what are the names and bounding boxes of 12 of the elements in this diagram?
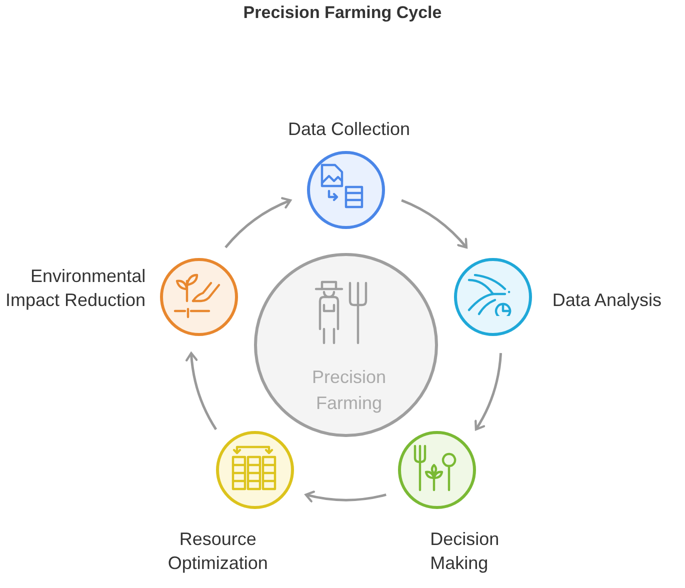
- diagram-title: Precision Farming Cycle: [242, 3, 443, 23]
- stage-label: Data Collection: [286, 118, 412, 141]
- stage-label: Environmental Impact Reduction: [4, 265, 146, 312]
- stage-label: Data Analysis: [552, 289, 662, 312]
- stage-label: Resource Optimization: [166, 528, 269, 576]
- curved-arrow: [474, 352, 502, 431]
- stage-label: Decision Making: [430, 528, 500, 576]
- curved-arrow: [186, 352, 218, 430]
- node-label: Precision Farming: [310, 366, 388, 415]
- curved-arrow: [304, 490, 386, 502]
- curved-arrow: [401, 199, 468, 249]
- curved-arrow: [224, 197, 292, 248]
